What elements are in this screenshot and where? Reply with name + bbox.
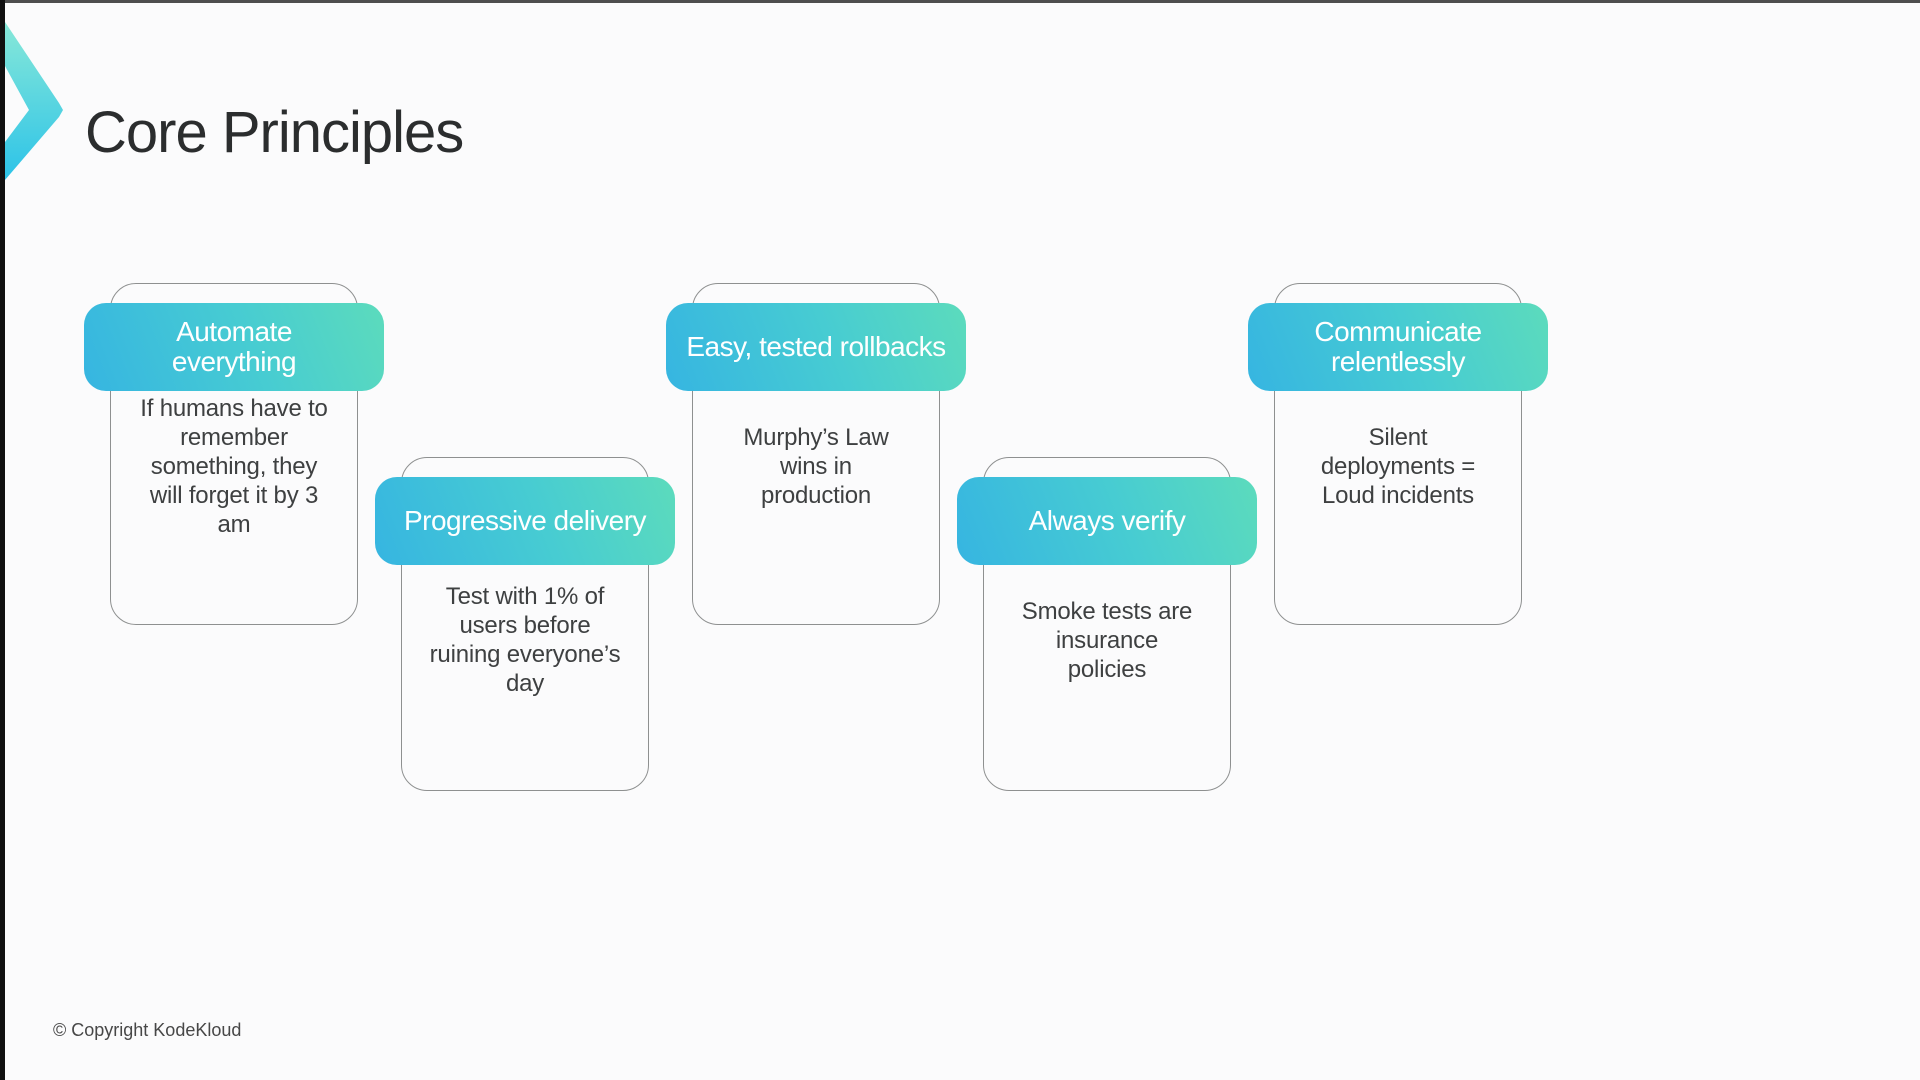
card-body: Test with 1% of users before ruining eve…	[401, 565, 649, 715]
frame-edge-left	[0, 0, 5, 1080]
card-body: Silent deployments = Loud incidents	[1274, 391, 1522, 541]
card-outline	[401, 457, 649, 791]
card-header: Progressive delivery	[375, 477, 675, 565]
card-body: If humans have to remember something, th…	[110, 391, 358, 541]
card-body-text: Test with 1% of users before ruining eve…	[429, 583, 621, 697]
frame-edge-top	[0, 0, 1920, 3]
card-outline	[110, 283, 358, 625]
copyright-text: © Copyright KodeKloud	[53, 1020, 242, 1040]
card-title: Communicate relentlessly	[1314, 316, 1482, 377]
card-title: Automate everything	[171, 316, 297, 377]
page-title: Core Principles	[85, 99, 464, 165]
card-body-text: Murphy’s Law wins in production	[743, 423, 889, 509]
card-body-text: Silent deployments = Loud incidents	[1320, 423, 1476, 509]
card-body: Murphy’s Law wins in production	[692, 391, 940, 541]
kodekloud-chevron-icon	[5, 22, 63, 180]
card-header: Communicate relentlessly	[1248, 303, 1548, 391]
card-body-text: Smoke tests are insurance policies	[1021, 597, 1193, 683]
card-body: Smoke tests are insurance policies	[983, 565, 1231, 715]
card-header: Automate everything	[84, 303, 384, 391]
card-title: Easy, tested rollbacks	[686, 331, 946, 363]
card-title: Progressive delivery	[403, 505, 647, 537]
card-body-text: If humans have to remember something, th…	[140, 394, 328, 538]
card-title: Always verify	[1028, 505, 1186, 537]
card-outline	[983, 457, 1231, 791]
card-header: Always verify	[957, 477, 1257, 565]
card-header: Easy, tested rollbacks	[666, 303, 966, 391]
card-outline	[1274, 283, 1522, 625]
card-outline	[692, 283, 940, 625]
